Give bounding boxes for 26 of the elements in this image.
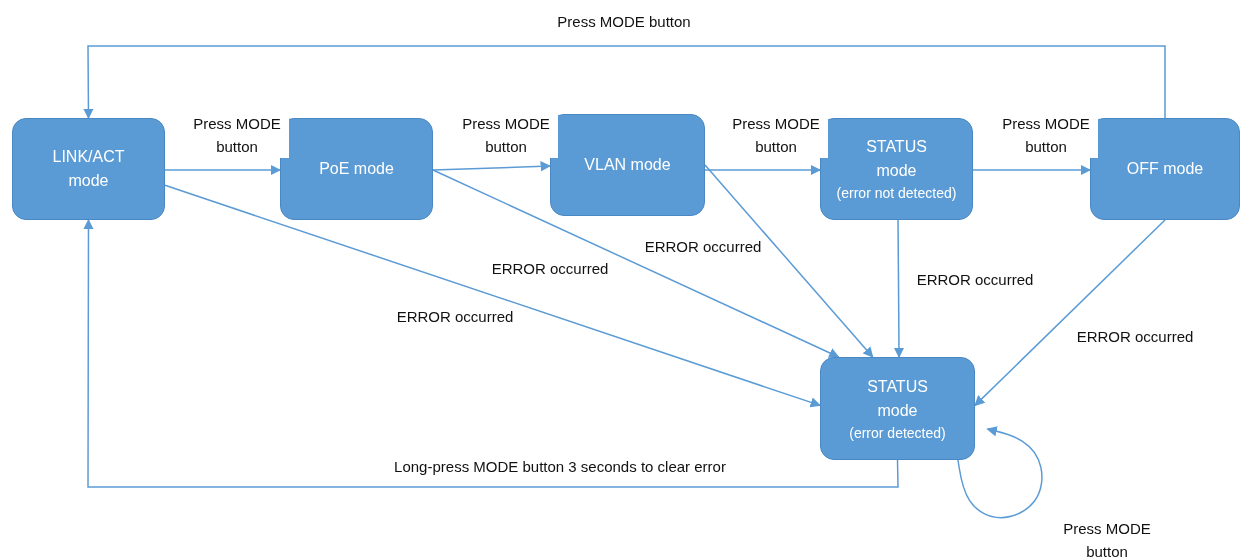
state-box [280, 118, 433, 220]
arrow [164, 164, 282, 176]
state-box [550, 114, 705, 216]
state-box [820, 118, 973, 220]
arrow [893, 219, 905, 359]
state-name: LINK/ACT mode [51, 147, 126, 191]
arrow [972, 164, 1092, 176]
arrow [704, 164, 822, 176]
state-box [1090, 118, 1240, 220]
state-box [820, 357, 975, 460]
state-name: STATUS mode [866, 376, 929, 421]
arrow [704, 164, 874, 358]
arrow [432, 161, 552, 172]
state-note: (error not detected) [835, 184, 958, 203]
state-name: PoE mode [318, 159, 395, 179]
arrow [83, 218, 899, 488]
arrow [974, 219, 1166, 407]
arrow [164, 184, 821, 408]
state-name: OFF mode [1125, 159, 1205, 179]
state-name: VLAN mode [583, 155, 672, 175]
self-loop-arrow [957, 426, 1043, 519]
state-name: STATUS mode [865, 137, 928, 181]
state-box [12, 118, 165, 220]
arrow [432, 169, 840, 358]
state-note: (error detected) [848, 423, 947, 443]
arrow [83, 45, 1166, 120]
